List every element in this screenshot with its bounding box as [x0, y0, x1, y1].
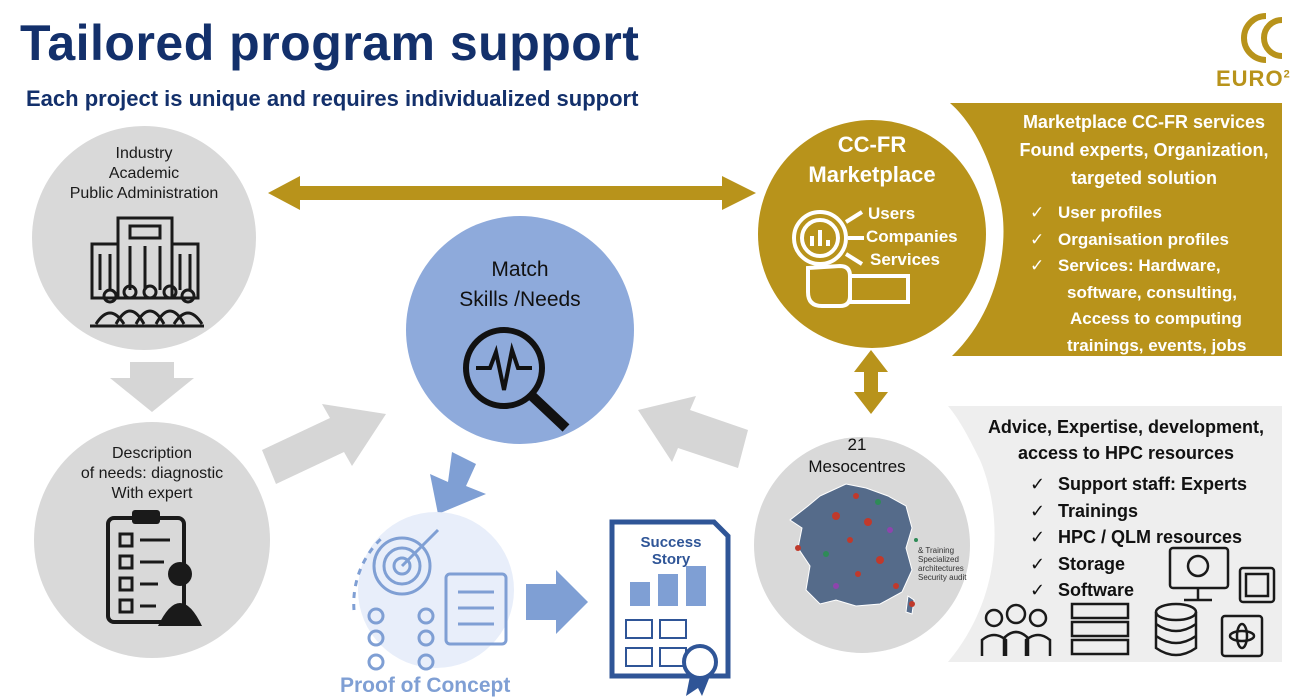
arrow-down-gray [110, 362, 194, 412]
map-markers [795, 493, 918, 607]
magnifier-pulse-icon [463, 327, 570, 432]
mesocentre-list-item: ✓HPC / QLM resources [1030, 524, 1247, 551]
marketplace-line-2: Marketplace [808, 162, 936, 187]
mesocentre-list-item: ✓Support staff: Experts [1030, 471, 1247, 498]
description-line-2: of needs: diagnostic [80, 465, 224, 482]
mesocentre-heading-line-1: Advice, Expertise, development, [987, 417, 1265, 437]
success-line-2: Story [651, 551, 691, 568]
success-story-icon [609, 519, 731, 696]
map-legend-architectures: Specialized architectures [918, 555, 964, 573]
match-line-2: Skills /Needs [459, 288, 581, 311]
marketplace-heading-line-3: targeted solution [1070, 168, 1217, 188]
arrow-match-to-proof [430, 452, 486, 514]
map-legend-security: Security audit [918, 573, 967, 582]
logo-euro: EURO [1216, 66, 1284, 91]
check-icon: ✓ [1030, 256, 1045, 275]
marketplace-list-item: ✓Services: Hardware, [1030, 253, 1247, 280]
page-subtitle: Each project is unique and requires indi… [26, 86, 639, 111]
check-icon: ✓ [1030, 580, 1046, 600]
marketplace-list-item: ✓User profiles [1030, 200, 1247, 227]
arrow-mesocentres-to-match [638, 396, 748, 468]
marketplace-item-services: Services [870, 250, 940, 269]
description-line-3: With expert [111, 485, 193, 502]
resource-icons [980, 546, 1276, 658]
marketplace-line-1: CC-FR [837, 132, 907, 157]
success-line-1: Success [640, 534, 702, 551]
marketplace-panel-bg [950, 103, 1282, 356]
marketplace-items: Users Companies Services [866, 202, 958, 271]
logo-text: EURO2 [1216, 66, 1291, 92]
marketplace-list-continuation: software, consulting, [1067, 282, 1238, 302]
euro-logo [1241, 13, 1283, 63]
building-icon [90, 216, 204, 328]
description-label: Description of needs: diagnostic With ex… [42, 444, 262, 504]
double-arrow-industry-marketplace [268, 176, 756, 210]
check-icon: ✓ [1030, 203, 1045, 222]
industry-line-2: Academic [108, 165, 180, 182]
mesocentre-list-item: ✓Software [1030, 577, 1247, 604]
clipboard-icon [106, 510, 202, 626]
marketplace-heading-line-2: Found experts, Organization, [1019, 140, 1269, 160]
marketplace-label: CC-FR Marketplace [772, 130, 972, 190]
mesocentre-panel-heading: Advice, Expertise, development, access t… [966, 414, 1286, 466]
mesocentres-line-2: Mesocentres [808, 457, 906, 476]
marketplace-panel-heading: Marketplace CC-FR services Found experts… [994, 108, 1294, 192]
mesocentres-label: 21 Mesocentres [782, 434, 932, 478]
description-line-1: Description [111, 445, 193, 462]
mesocentre-heading-line-2: access to HPC resources [1017, 443, 1235, 463]
check-icon: ✓ [1030, 500, 1046, 521]
marketplace-item-companies: Companies [866, 227, 958, 246]
industry-line-1: Industry [115, 145, 173, 162]
map-legend-training: & Training [918, 546, 955, 555]
arrow-proof-to-success [526, 570, 588, 634]
proof-of-concept-label: Proof of Concept [340, 674, 511, 697]
mesocentre-list-item: ✓Storage [1030, 551, 1247, 578]
match-line-1: Match [491, 258, 549, 281]
marketplace-item-users: Users [868, 204, 916, 223]
circle-match [406, 216, 634, 444]
marketplace-list-item: ✓Organisation profiles [1030, 227, 1247, 254]
marketplace-list-continuation: Access to computing [1070, 309, 1242, 328]
logo-superscript: 2 [1283, 68, 1291, 81]
circle-marketplace [758, 120, 986, 348]
mesocentre-list-item: ✓Trainings [1030, 498, 1247, 525]
check-icon: ✓ [1030, 229, 1045, 249]
proof-of-concept-icon [352, 512, 514, 671]
check-icon: ✓ [1030, 474, 1046, 494]
mesocentres-line-1: 21 [847, 435, 867, 454]
check-icon: ✓ [1030, 553, 1046, 574]
arrow-description-to-match [262, 404, 386, 484]
check-icon: ✓ [1030, 527, 1046, 547]
mesocentre-panel-list: ✓Support staff: Experts ✓Trainings ✓HPC … [1030, 471, 1247, 604]
marketplace-list-continuation: trainings, events, jobs [1067, 335, 1247, 355]
industry-line-3: Public Administration [69, 185, 219, 202]
marketplace-heading-line-1: Marketplace CC-FR services [1022, 112, 1266, 132]
marketplace-panel-list: ✓User profiles ✓Organisation profiles ✓S… [1030, 200, 1247, 359]
marketplace-search-icon [792, 210, 910, 308]
industry-label: Industry Academic Public Administration [34, 144, 254, 204]
map-legend: & Training Specialized architectures Sec… [918, 546, 988, 582]
match-label: Match Skills /Needs [420, 255, 620, 315]
page-title: Tailored program support [20, 15, 640, 71]
double-arrow-marketplace-mesocentres [854, 350, 888, 414]
success-story-label: Success Story [616, 534, 726, 568]
